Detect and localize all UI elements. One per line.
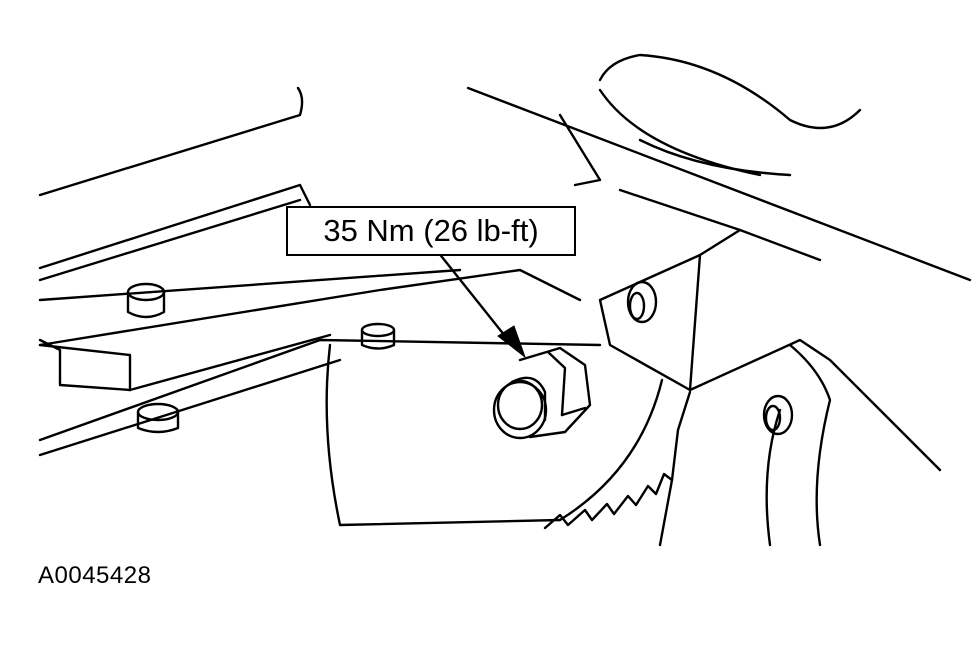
right-housing: [466, 53, 972, 547]
torque-label: 35 Nm (26 lb-ft): [323, 213, 539, 248]
rail-bolts: [126, 282, 396, 434]
arrow-down-right-icon: [497, 325, 527, 359]
figure-id: A0045428: [38, 562, 152, 589]
torque-bolt: [492, 346, 592, 440]
ring-gear: [325, 343, 692, 547]
callout-leader-line: [436, 250, 507, 338]
torque-callout: 35 Nm (26 lb-ft): [286, 206, 576, 256]
left-housing-rails: [38, 86, 602, 457]
mounting-holes: [626, 280, 794, 436]
